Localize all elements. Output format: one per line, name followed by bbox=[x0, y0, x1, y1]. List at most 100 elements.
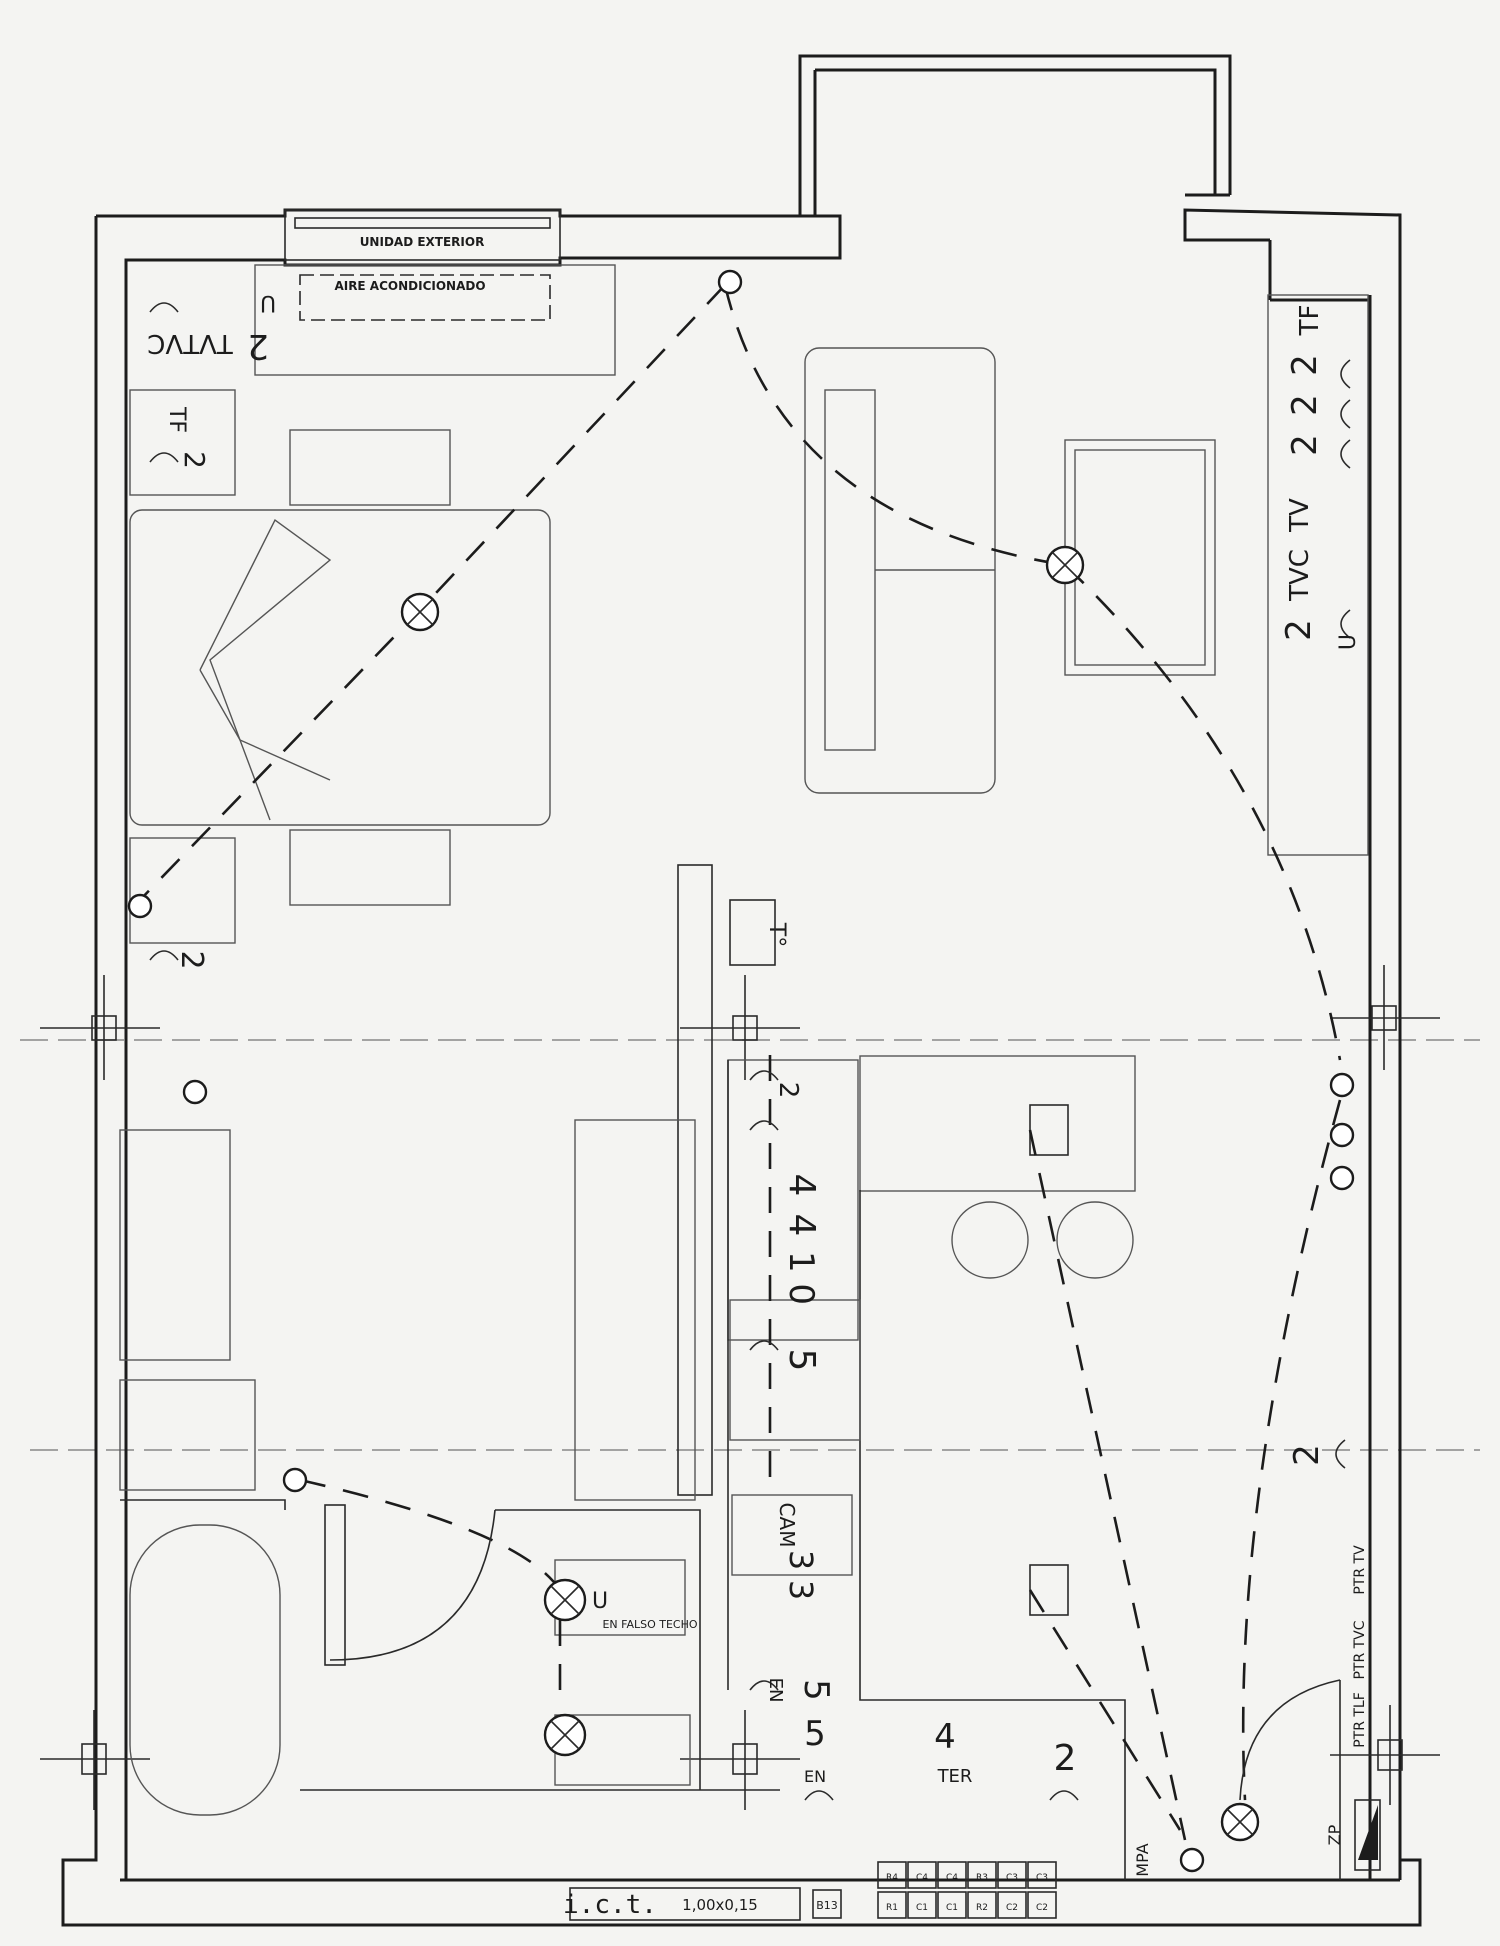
cam-label: CAM bbox=[775, 1503, 799, 1548]
breaker-label: C1 bbox=[946, 1903, 958, 1913]
false-ceiling-label: EN FALSO TECHO bbox=[602, 1618, 697, 1631]
outer-walls bbox=[61, 54, 1422, 1927]
breaker-cell bbox=[937, 1861, 967, 1889]
mpa-label: MPA bbox=[1133, 1843, 1152, 1876]
breaker-label: R4 bbox=[886, 1873, 898, 1883]
ict-box: i.c.t. 1,00x0,15 B13 bbox=[563, 1887, 842, 1921]
socket-icon bbox=[1340, 609, 1351, 639]
ict-size-label: 1,00x0,15 bbox=[682, 1896, 758, 1914]
breaker-label: R2 bbox=[976, 1903, 988, 1913]
ceiling-lights bbox=[400, 545, 1260, 1842]
socket-icon bbox=[804, 1790, 834, 1801]
zp-label: ZP bbox=[1325, 1824, 1344, 1845]
outlet-count-2: 2 bbox=[1285, 434, 1325, 456]
bedroom-furniture bbox=[129, 264, 616, 944]
tv-label: TV bbox=[1285, 498, 1315, 533]
breaker-cell bbox=[1027, 1891, 1057, 1919]
tvc-label: TVC bbox=[1285, 549, 1315, 602]
socket-icon bbox=[749, 1680, 779, 1691]
air-conditioning: UNIDAD EXTERIOR AIRE ACONDICIONADO bbox=[284, 209, 561, 321]
u-socket-label: U bbox=[592, 1589, 608, 1614]
socket-icon bbox=[149, 950, 179, 961]
socket-icon bbox=[749, 1070, 779, 1081]
tvtvc-label: TVTVC bbox=[147, 328, 234, 358]
ter-label: TER bbox=[937, 1766, 973, 1787]
outlet-count-2: 2 bbox=[1287, 1444, 1327, 1466]
switch-icon bbox=[1329, 1165, 1355, 1191]
outlet-count-2: 2 bbox=[773, 1082, 803, 1099]
ptr-tv-label: PTR TV bbox=[1352, 1545, 1368, 1595]
entrance-light-icon bbox=[1220, 1802, 1260, 1842]
tf-label: TF bbox=[1295, 305, 1325, 337]
outlet-count-4: 4 bbox=[781, 1174, 822, 1197]
outlet-count-4: 4 bbox=[781, 1214, 822, 1237]
u-socket-label: U bbox=[1336, 634, 1361, 650]
breaker-label: C2 bbox=[1036, 1903, 1048, 1913]
thermostat-label: T° bbox=[764, 922, 789, 947]
breaker-cell bbox=[967, 1861, 997, 1889]
air-conditioner-label: AIRE ACONDICIONADO bbox=[334, 279, 485, 293]
switches bbox=[127, 269, 1355, 1873]
breaker-cell bbox=[877, 1891, 907, 1919]
switch-icon bbox=[1329, 1122, 1355, 1148]
switch-icon bbox=[1329, 1072, 1355, 1098]
bedroom-light-icon bbox=[400, 592, 440, 632]
outlet-count-5: 5 bbox=[804, 1714, 826, 1754]
socket-icon bbox=[749, 1120, 779, 1131]
switch-icon bbox=[182, 1079, 208, 1105]
breaker-cell bbox=[877, 1861, 907, 1889]
outdoor-unit-label: UNIDAD EXTERIOR bbox=[360, 235, 485, 249]
toilet-light-icon bbox=[543, 1713, 587, 1757]
panel-icon bbox=[1358, 1805, 1378, 1860]
lighting-circuits bbox=[139, 284, 1342, 1841]
switch-icon bbox=[282, 1467, 308, 1493]
breaker-label: R1 bbox=[886, 1903, 898, 1913]
outlet-count-5: 5 bbox=[796, 1679, 836, 1701]
outlet-count-2: 2 bbox=[1279, 619, 1319, 641]
en-label: EN bbox=[804, 1767, 826, 1786]
switch-icon bbox=[717, 269, 743, 295]
breaker-cell bbox=[907, 1861, 937, 1889]
column-markers bbox=[40, 965, 1440, 1810]
ptr-tvc-label: PTR TVC bbox=[1352, 1620, 1368, 1679]
living-furniture bbox=[804, 294, 1369, 1616]
doors bbox=[329, 1509, 1341, 1880]
breaker-label: C2 bbox=[1006, 1903, 1018, 1913]
outlet-count-3: 3 bbox=[782, 1580, 820, 1600]
en-label: EN bbox=[765, 1678, 786, 1703]
outlet-labels: TVTVC 2 TF 2 2 TF 2 2 2 TV TVC 2 2 4 4 1… bbox=[147, 290, 1381, 1877]
outlet-count-2: 2 bbox=[1285, 394, 1325, 416]
tf-label: TF bbox=[164, 406, 189, 433]
breaker-cell bbox=[937, 1891, 967, 1919]
outlet-count-5: 5 bbox=[781, 1349, 822, 1372]
outlet-count-2: 2 bbox=[247, 326, 269, 366]
switch-icon bbox=[127, 893, 153, 919]
breaker-label: C4 bbox=[916, 1873, 928, 1883]
breaker-cell bbox=[997, 1861, 1027, 1889]
socket-icon bbox=[749, 1340, 779, 1351]
breaker-cell bbox=[907, 1891, 937, 1919]
ptr-tlf-label: PTR TLF bbox=[1352, 1692, 1368, 1748]
outlet-count-2: 2 bbox=[178, 451, 211, 469]
socket-icon bbox=[1340, 439, 1351, 469]
breaker-label: C4 bbox=[946, 1873, 958, 1883]
socket-icon bbox=[1335, 1439, 1346, 1469]
outlet-count-2: 2 bbox=[174, 950, 209, 969]
breaker-label: C1 bbox=[916, 1903, 928, 1913]
grid-axes bbox=[20, 1039, 1480, 1451]
socket-icon bbox=[149, 452, 179, 463]
socket-icon bbox=[149, 302, 179, 313]
bathroom bbox=[119, 1129, 780, 1816]
socket-icon bbox=[1340, 399, 1351, 429]
outlet-count-4: 4 bbox=[934, 1717, 956, 1757]
sockets bbox=[149, 302, 1351, 1801]
u-socket-label: U bbox=[260, 290, 276, 315]
outlet-count-2: 2 bbox=[1054, 1738, 1077, 1779]
breaker-cell bbox=[967, 1891, 997, 1919]
bathroom-light-icon bbox=[543, 1578, 587, 1622]
breaker-label: C3 bbox=[1006, 1873, 1018, 1883]
socket-icon bbox=[1049, 1790, 1079, 1801]
b13-label: B13 bbox=[816, 1899, 838, 1912]
